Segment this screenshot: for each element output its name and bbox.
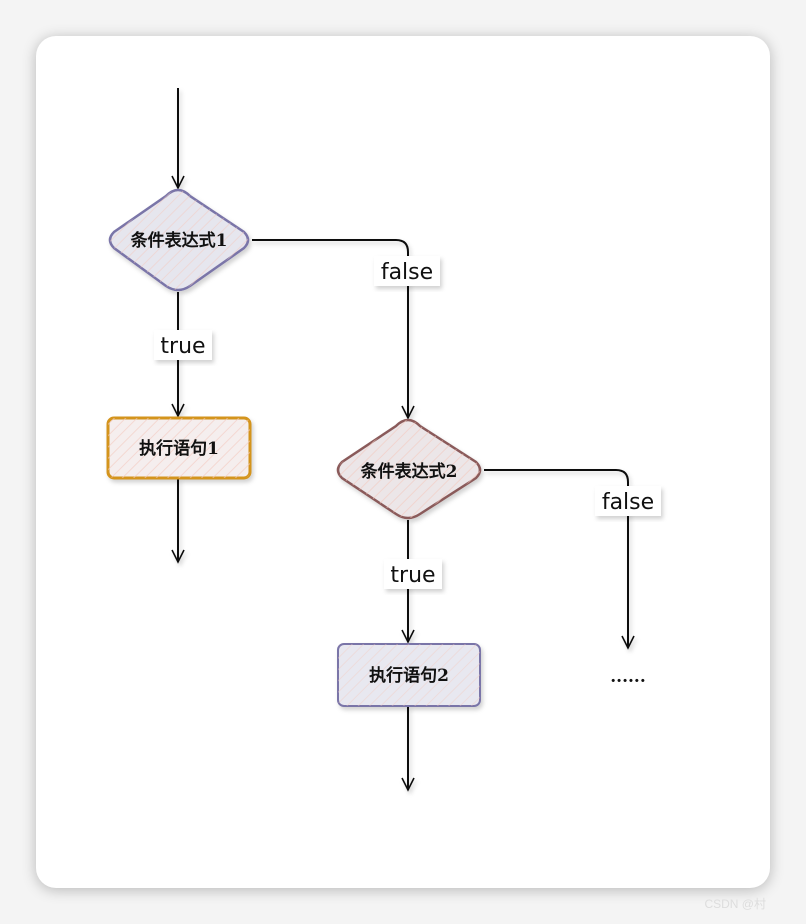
c1-false-label: false — [381, 260, 433, 285]
statement2-node — [337, 643, 481, 707]
watermark: CSDN @村 — [704, 897, 766, 911]
condition2-label: 条件表达式2 — [360, 461, 458, 482]
condition1-node — [108, 188, 250, 292]
c1-true-label: true — [160, 334, 205, 359]
statement1-label: 执行语句1 — [139, 438, 219, 459]
condition1-label: 条件表达式1 — [130, 230, 228, 251]
c2-true-label: true — [390, 563, 435, 588]
c2-false-label: false — [602, 490, 654, 515]
statement2-label: 执行语句2 — [369, 665, 449, 686]
statement1-node — [106, 416, 252, 480]
edge-c2-false — [484, 469, 629, 648]
condition2-node — [336, 418, 482, 520]
edge-c1-false — [252, 239, 409, 418]
more-label: ...... — [610, 667, 646, 687]
